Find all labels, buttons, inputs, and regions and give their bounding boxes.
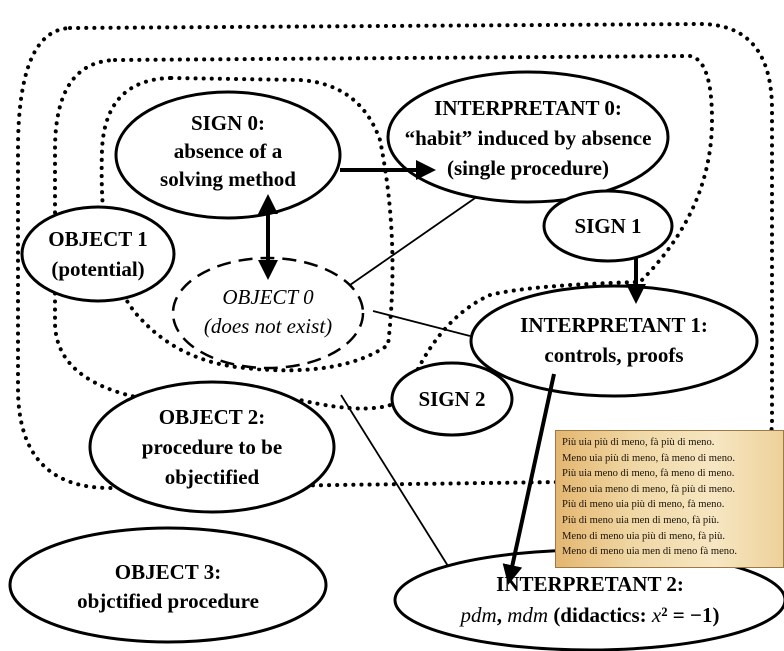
interpretant2-pdm: pdm xyxy=(459,603,497,627)
link-object0-interpretant1 xyxy=(372,310,471,337)
link-object2-interpretant2 xyxy=(340,394,449,567)
object2-line-3: objectified xyxy=(165,465,260,489)
manuscript-line: Più uia più di meno, fà più di meno. xyxy=(562,437,715,448)
node-interpretant-1: INTERPRETANT 1: controls, proofs xyxy=(469,284,759,398)
manuscript-line: Meno di meno uia men di meno fà meno. xyxy=(562,546,738,558)
manuscript-excerpt-image: Più uia più di meno, fà più di meno. Men… xyxy=(555,430,784,568)
node-sign-1: SIGN 1 xyxy=(542,189,674,263)
sign0-line-3: solving method xyxy=(160,167,296,191)
object0-line-2: (does not exist) xyxy=(204,314,332,338)
interpretant0-line-3: (single procedure) xyxy=(447,156,609,180)
object0-line-1: OBJECT 0 xyxy=(222,285,314,309)
object3-line-1: OBJECT 3: xyxy=(115,560,221,584)
object1-line-2: (potential) xyxy=(51,257,144,281)
manuscript-line: Meno uia più di meno, fà meno di meno. xyxy=(562,452,735,464)
interpretant2-formula-rest: ² = −1) xyxy=(661,603,719,627)
interpretant2-title: INTERPRETANT 2: xyxy=(496,572,684,596)
object2-line-1: OBJECT 2: xyxy=(159,405,265,429)
arrow-interpretant1-to-interpretant2 xyxy=(502,373,556,585)
manuscript-line: Più uia meno di meno, fà meno di meno. xyxy=(562,468,735,480)
object1-line-1: OBJECT 1 xyxy=(48,227,147,251)
object2-line-2: procedure to be xyxy=(142,435,282,459)
sign2-label: SIGN 2 xyxy=(418,387,485,411)
manuscript-line: Più di meno uia men di meno, fà più. xyxy=(562,514,720,526)
manuscript-line: Meno uia meno di meno, fà più di meno. xyxy=(562,483,735,495)
node-object-2: OBJECT 2: procedure to be objectified xyxy=(88,380,336,514)
object3-line-2: objctified procedure xyxy=(77,589,259,613)
link-object0-interpretant0 xyxy=(349,195,479,286)
sign0-line-2: absence of a xyxy=(174,139,283,163)
node-object-1: OBJECT 1 (potential) xyxy=(20,205,176,303)
manuscript-line: Meno di meno uia più di meno, fà più. xyxy=(562,530,725,542)
interpretant2-formula-var: x xyxy=(651,603,662,627)
manuscript-line: Più di meno uia più di meno, fà meno. xyxy=(562,499,725,511)
interpretant2-didactics: (didactics: xyxy=(548,603,652,627)
interpretant2-mdm: mdm xyxy=(507,603,548,627)
inner-dotted-boundary xyxy=(99,75,395,373)
node-interpretant-2: INTERPRETANT 2: pdm, mdm (didactics: x² … xyxy=(393,548,784,651)
node-interpretant-0: INTERPRETANT 0: “habit” induced by absen… xyxy=(386,70,670,204)
interpretant1-line-1: INTERPRETANT 1: xyxy=(520,313,708,337)
interpretant2-separator: , xyxy=(497,603,508,627)
sign0-line-1: SIGN 0: xyxy=(191,111,265,135)
outer-dotted-boundary xyxy=(16,21,774,491)
interpretant2-subtitle: pdm, mdm (didactics: x² = −1) xyxy=(459,603,720,627)
interpretant0-line-2: “habit” induced by absence xyxy=(405,126,652,150)
interpretant0-line-1: INTERPRETANT 0: xyxy=(434,96,622,120)
node-object-0: OBJECT 0 (does not exist) xyxy=(171,256,365,370)
node-sign-2: SIGN 2 xyxy=(390,361,514,437)
interpretant1-line-2: controls, proofs xyxy=(544,343,683,367)
sign1-label: SIGN 1 xyxy=(574,214,641,238)
node-object-3: OBJECT 3: objctified procedure xyxy=(8,526,328,644)
node-sign-0: SIGN 0: absence of a solving method xyxy=(114,90,342,220)
